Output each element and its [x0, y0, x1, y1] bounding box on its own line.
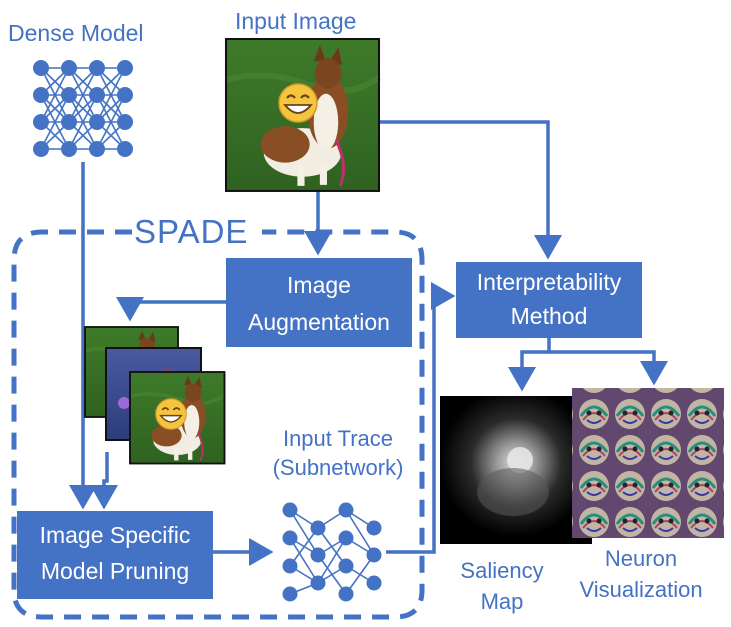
neuron-visualization-image — [572, 388, 724, 538]
input-image-label: Input Image — [235, 8, 356, 34]
image-to-interpretability-arrow — [380, 120, 562, 260]
samples-to-pruning-arrow — [90, 452, 118, 510]
pruning-label-line2: Model Pruning — [41, 558, 189, 584]
input-dog-photo — [226, 39, 379, 191]
face-emoji-icon — [277, 82, 319, 124]
input-trace-label-line1: Input Trace — [283, 426, 393, 451]
dense-model-label: Dense Model — [8, 20, 144, 46]
interpretability-to-neuron-arrow — [549, 350, 668, 386]
saliency-label-line2: Map — [481, 589, 524, 614]
input-trace-label-line2: (Subnetwork) — [273, 455, 404, 480]
augmentation-label-line1: Image — [287, 272, 351, 298]
augmented-images-stack — [83, 325, 227, 466]
spade-region-border — [11, 229, 425, 620]
model-pruning-box — [17, 511, 213, 599]
neuron-label-line2: Visualization — [579, 577, 702, 602]
augmentation-label-line2: Augmentation — [248, 309, 390, 335]
saliency-label-line1: Saliency — [460, 558, 543, 583]
subnetwork-to-interpretability-arrow — [386, 282, 456, 554]
spade-title: SPADE — [134, 213, 248, 250]
interpretability-label-line1: Interpretability — [477, 269, 622, 295]
interpretability-method-box — [456, 262, 642, 338]
neuron-label-line1: Neuron — [605, 546, 677, 571]
dense-network-icon — [32, 59, 134, 158]
pruning-label-line1: Image Specific — [40, 522, 191, 548]
subnetwork-icon — [282, 502, 382, 602]
image-augmentation-box — [226, 258, 412, 347]
saliency-map-image — [440, 396, 592, 544]
augmentation-to-samples-arrow — [116, 297, 226, 322]
interpretability-label-line2: Method — [511, 303, 588, 329]
augmented-emoji-icon — [154, 397, 188, 431]
interpretability-to-saliency-arrow — [508, 338, 551, 392]
